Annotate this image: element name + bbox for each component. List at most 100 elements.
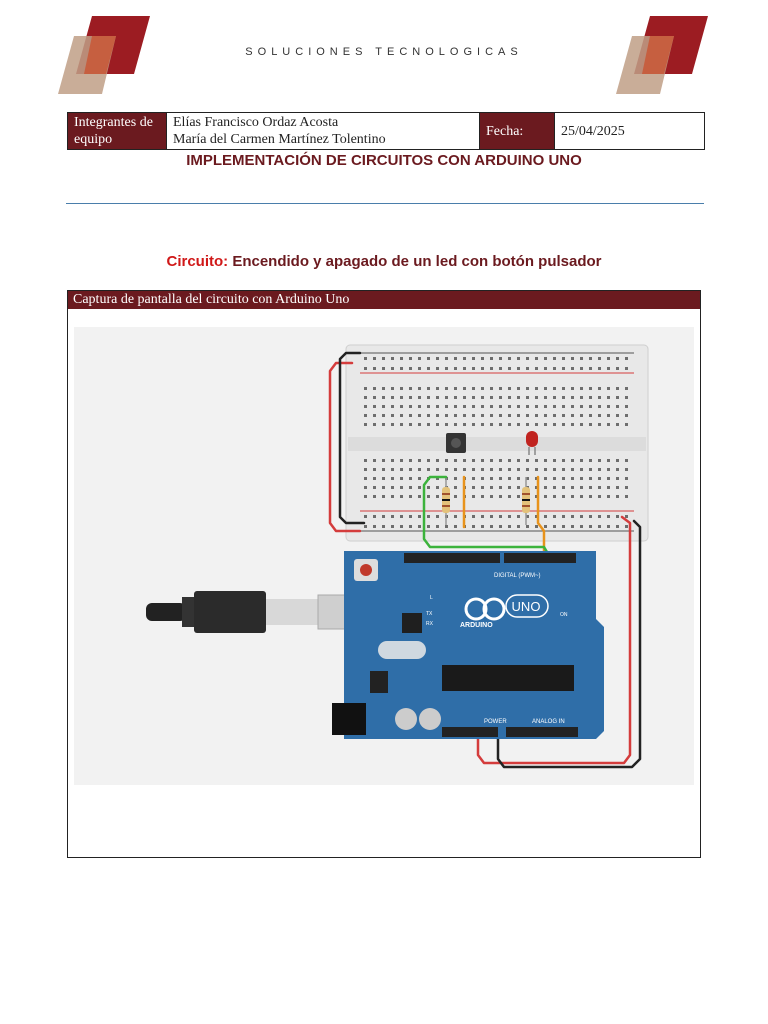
breadboard-hole	[472, 396, 475, 399]
breadboard-hole	[580, 477, 583, 480]
breadboard-hole	[382, 515, 385, 518]
breadboard-hole	[472, 495, 475, 498]
breadboard-hole	[589, 396, 592, 399]
breadboard-hole	[364, 468, 367, 471]
breadboard-hole	[598, 495, 601, 498]
breadboard-hole	[427, 357, 430, 360]
breadboard-hole	[454, 515, 457, 518]
breadboard-hole	[499, 423, 502, 426]
breadboard-hole	[436, 357, 439, 360]
breadboard-hole	[607, 405, 610, 408]
breadboard-hole	[499, 477, 502, 480]
breadboard-hole	[616, 486, 619, 489]
breadboard-hole	[436, 515, 439, 518]
breadboard-hole	[400, 414, 403, 417]
breadboard-hole	[400, 367, 403, 370]
breadboard-hole	[481, 477, 484, 480]
breadboard-hole	[499, 486, 502, 489]
breadboard-hole	[517, 515, 520, 518]
breadboard-hole	[454, 405, 457, 408]
resistor	[442, 477, 450, 525]
breadboard-hole	[580, 486, 583, 489]
breadboard-hole	[517, 414, 520, 417]
breadboard-hole	[535, 405, 538, 408]
breadboard-hole	[562, 468, 565, 471]
breadboard-hole	[589, 367, 592, 370]
breadboard-hole	[535, 357, 538, 360]
breadboard-hole	[607, 468, 610, 471]
breadboard-hole	[562, 525, 565, 528]
breadboard-hole	[445, 405, 448, 408]
breadboard-hole	[400, 387, 403, 390]
breadboard-hole	[625, 468, 628, 471]
breadboard-hole	[526, 357, 529, 360]
breadboard-hole	[364, 423, 367, 426]
breadboard-hole	[625, 423, 628, 426]
breadboard-hole	[544, 396, 547, 399]
push-button	[446, 433, 466, 453]
breadboard-hole	[373, 525, 376, 528]
breadboard-hole	[571, 367, 574, 370]
team-label: Integrantes de equipo	[67, 112, 167, 150]
circuit-screenshot: UNO ARDUINO DIGITAL (PWM~) POWER ANALOG …	[74, 327, 694, 785]
breadboard-hole	[499, 459, 502, 462]
uno-label: UNO	[512, 599, 541, 614]
info-table: Integrantes de equipo Elías Francisco Or…	[67, 112, 705, 150]
breadboard-hole	[400, 459, 403, 462]
breadboard-hole	[400, 468, 403, 471]
breadboard-hole	[427, 367, 430, 370]
breadboard-hole	[373, 459, 376, 462]
breadboard-hole	[517, 357, 520, 360]
breadboard-hole	[625, 414, 628, 417]
breadboard-hole	[436, 459, 439, 462]
breadboard-hole	[517, 387, 520, 390]
breadboard-hole	[373, 414, 376, 417]
breadboard-hole	[598, 477, 601, 480]
breadboard-hole	[409, 459, 412, 462]
breadboard-hole	[616, 459, 619, 462]
breadboard-hole	[508, 468, 511, 471]
breadboard-hole	[544, 486, 547, 489]
breadboard-hole	[409, 396, 412, 399]
breadboard-hole	[418, 515, 421, 518]
breadboard-hole	[616, 357, 619, 360]
breadboard-hole	[553, 459, 556, 462]
breadboard-hole	[391, 405, 394, 408]
breadboard-hole	[436, 495, 439, 498]
breadboard-hole	[544, 423, 547, 426]
breadboard-hole	[553, 357, 556, 360]
breadboard-hole	[409, 387, 412, 390]
breadboard-hole	[436, 423, 439, 426]
breadboard-hole	[508, 495, 511, 498]
breadboard-hole	[391, 414, 394, 417]
breadboard-hole	[580, 468, 583, 471]
breadboard-hole	[616, 515, 619, 518]
breadboard-hole	[517, 423, 520, 426]
breadboard-hole	[535, 387, 538, 390]
breadboard-hole	[427, 387, 430, 390]
breadboard-hole	[481, 357, 484, 360]
breadboard-hole	[391, 396, 394, 399]
breadboard-hole	[508, 515, 511, 518]
breadboard-hole	[526, 396, 529, 399]
breadboard-hole	[526, 367, 529, 370]
breadboard-hole	[598, 468, 601, 471]
on-label: ON	[560, 612, 568, 618]
breadboard-hole	[364, 357, 367, 360]
breadboard-hole	[445, 387, 448, 390]
breadboard-hole	[562, 423, 565, 426]
breadboard-hole	[472, 525, 475, 528]
breadboard-hole	[589, 423, 592, 426]
breadboard-hole	[436, 486, 439, 489]
breadboard-hole	[409, 367, 412, 370]
breadboard-hole	[490, 423, 493, 426]
breadboard-hole	[526, 459, 529, 462]
breadboard-hole	[553, 423, 556, 426]
breadboard-hole	[517, 396, 520, 399]
breadboard-hole	[400, 525, 403, 528]
l-label: L	[430, 595, 433, 601]
breadboard-hole	[463, 423, 466, 426]
breadboard-hole	[607, 459, 610, 462]
breadboard-hole	[625, 396, 628, 399]
breadboard-hole	[517, 459, 520, 462]
